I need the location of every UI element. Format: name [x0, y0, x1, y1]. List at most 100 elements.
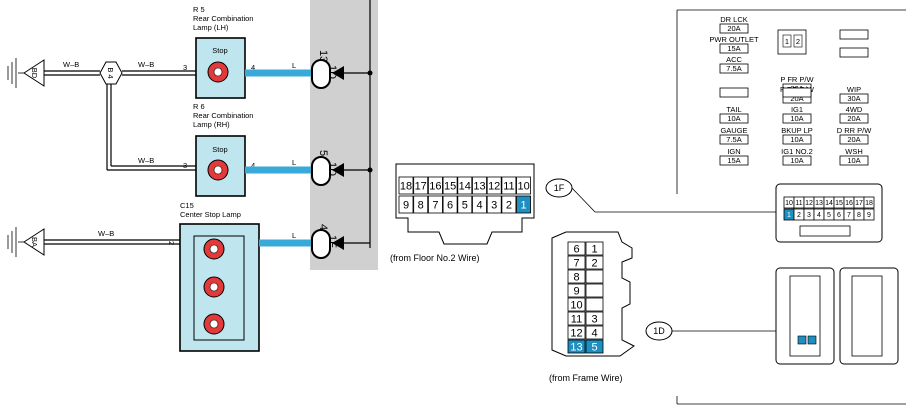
r5-pin-in: 3 — [183, 63, 187, 72]
svg-text:DR LCK: DR LCK — [720, 15, 748, 24]
svg-text:IG1: IG1 — [791, 105, 803, 114]
floor-pin-17: 17 — [413, 176, 429, 195]
ground-bd-label: BD — [30, 68, 39, 79]
mini-pin-1: 1 — [783, 208, 795, 221]
mini-pin-3: 3 — [803, 208, 815, 221]
svg-text:13: 13 — [570, 341, 582, 353]
r5-lamp-icon — [213, 67, 223, 77]
svg-text:1F: 1F — [326, 235, 338, 248]
svg-text:TAIL: TAIL — [726, 105, 741, 114]
wire-label-l-1: L — [292, 61, 296, 70]
frame-pin-12: 12 — [567, 325, 586, 339]
r5-id: R 5 — [193, 5, 205, 14]
mini-pin-13: 13 — [813, 196, 825, 209]
wire-label-wb-4: W–B — [98, 229, 114, 238]
svg-text:4: 4 — [476, 199, 482, 211]
frame-pin-10: 10 — [567, 297, 586, 311]
svg-text:6: 6 — [837, 212, 841, 219]
mini-pin-6: 6 — [833, 208, 845, 221]
junction-b4-label: B 4 — [106, 67, 115, 78]
mini-pin-15: 15 — [833, 196, 845, 209]
wire-label-wb-3: W–B — [138, 156, 154, 165]
svg-text:12: 12 — [805, 200, 813, 207]
floor-pin-9: 9 — [398, 195, 414, 214]
svg-text:6: 6 — [447, 199, 453, 211]
r5-lamp-label: Stop — [212, 46, 227, 55]
svg-text:2: 2 — [797, 212, 801, 219]
wire-label-wb-2: W–B — [138, 60, 154, 69]
mini-pin-14: 14 — [823, 196, 835, 209]
floor-pin-8: 8 — [413, 195, 429, 214]
svg-text:PWR OUTLET: PWR OUTLET — [709, 35, 759, 44]
frame-pin-2: 2 — [585, 255, 604, 269]
svg-text:15A: 15A — [727, 44, 740, 53]
mini-pin-9: 9 — [863, 208, 875, 221]
floor-connector-label: 1F — [545, 178, 573, 198]
svg-text:10A: 10A — [847, 156, 860, 165]
svg-text:P FR P/W: P FR P/W — [780, 75, 814, 84]
svg-text:8: 8 — [573, 271, 579, 283]
r6-pin-in: 3 — [183, 161, 187, 170]
svg-text:5: 5 — [317, 150, 329, 156]
svg-text:12: 12 — [570, 327, 582, 339]
svg-text:15: 15 — [835, 200, 843, 207]
frame-pin-11: 11 — [567, 311, 586, 325]
svg-text:7: 7 — [847, 212, 851, 219]
floor-pin-16: 16 — [427, 176, 443, 195]
svg-text:15: 15 — [444, 180, 456, 192]
r6-lamp-icon — [213, 165, 223, 175]
svg-text:20A: 20A — [790, 94, 803, 103]
junction-b4: B 4 — [99, 61, 123, 85]
frame-pin-9: 9 — [567, 283, 586, 297]
c15-lamp-icon-2 — [209, 282, 219, 292]
wire-label-l-2: L — [292, 158, 296, 167]
r5-name-line2: Lamp (LH) — [193, 23, 229, 32]
wire-label-l-3: L — [292, 231, 296, 240]
component-r5: R 5 Rear Combination Lamp (LH) Stop 4 — [193, 5, 255, 99]
floor-pin-2: 2 — [501, 195, 517, 214]
mini-pin-2: 2 — [793, 208, 805, 221]
floor-pin-18: 18 — [398, 176, 414, 195]
svg-text:10: 10 — [517, 180, 529, 192]
svg-text:1D: 1D — [326, 65, 338, 79]
connector-pin-1d-13: 13 1D — [311, 50, 373, 89]
block-connector-1d-right — [839, 267, 899, 365]
mini-pin-17: 17 — [853, 196, 865, 209]
mini-pin-5: 5 — [823, 208, 835, 221]
c15-id: C15 — [180, 201, 194, 210]
floor-pin-15: 15 — [442, 176, 458, 195]
frame-pin-1: 1 — [585, 241, 604, 255]
svg-text:11: 11 — [795, 200, 802, 207]
frame-pin-6: 6 — [567, 241, 586, 255]
svg-text:9: 9 — [573, 285, 579, 297]
connector-pin-1d-5: 5 1D — [311, 150, 373, 186]
frame-connector-caption: (from Frame Wire) — [549, 373, 623, 383]
floor-pin-7: 7 — [427, 195, 443, 214]
frame-connector-label: 1D — [645, 321, 673, 341]
mini-pin-16: 16 — [843, 196, 855, 209]
svg-text:8: 8 — [857, 212, 861, 219]
svg-text:1D: 1D — [653, 326, 665, 336]
svg-text:7: 7 — [432, 199, 438, 211]
svg-text:20A: 20A — [727, 24, 740, 33]
mini-pin-11: 11 — [793, 196, 805, 209]
svg-text:1: 1 — [787, 212, 791, 219]
r6-id: R 6 — [193, 102, 205, 111]
mini-pin-4: 4 — [813, 208, 825, 221]
c15-name: Center Stop Lamp — [180, 210, 241, 219]
svg-text:1F: 1F — [554, 183, 565, 193]
floor-pin-10: 10 — [516, 176, 531, 195]
svg-text:10A: 10A — [727, 114, 740, 123]
svg-text:14: 14 — [459, 180, 471, 192]
